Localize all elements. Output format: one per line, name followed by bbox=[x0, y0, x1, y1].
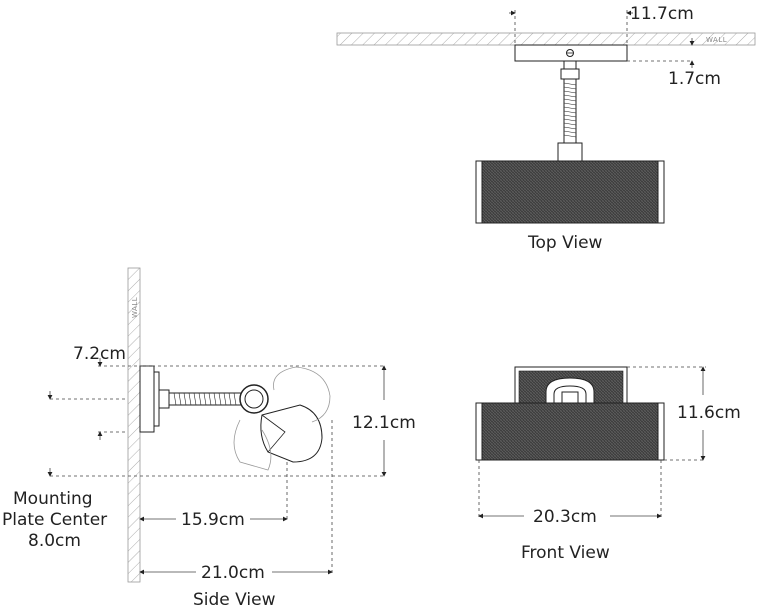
side-view-mounting-value: 8.0cm bbox=[28, 531, 81, 551]
side-view-caption: Side View bbox=[193, 590, 276, 610]
front-view: 11.6cm 20.3cm Front View bbox=[475, 366, 741, 563]
side-view-shade bbox=[260, 404, 323, 463]
side-view-wall-label: WALL bbox=[131, 297, 139, 318]
front-view-height: 11.6cm bbox=[677, 403, 741, 423]
side-view-height: 12.1cm bbox=[352, 413, 416, 433]
side-view-shade-ghost-up bbox=[273, 366, 331, 423]
side-view-mounting-plate bbox=[139, 365, 155, 433]
top-view-wall-label: WALL bbox=[706, 36, 727, 44]
front-view-shade bbox=[480, 402, 660, 461]
front-view-width: 20.3cm bbox=[533, 507, 597, 527]
side-view-shade-ghost-down bbox=[233, 419, 272, 471]
top-view-plate-width: 11.7cm bbox=[630, 4, 694, 24]
side-view-mounting-label-line1: Mounting bbox=[13, 489, 93, 509]
front-view-caption: Front View bbox=[521, 543, 610, 563]
side-view-plate-height: 7.2cm bbox=[73, 344, 126, 364]
side-view: WALL 7.2cm bbox=[2, 267, 416, 610]
side-view-extension-long: 21.0cm bbox=[201, 563, 265, 583]
top-view: WALL 11.7cm 1 bbox=[336, 4, 756, 253]
side-view-mounting-label-line2: Plate Center bbox=[2, 510, 107, 530]
top-view-shade bbox=[480, 160, 660, 224]
top-view-caption: Top View bbox=[527, 233, 603, 253]
top-view-plate-depth: 1.7cm bbox=[668, 69, 721, 89]
side-view-extension-short: 15.9cm bbox=[181, 510, 245, 530]
